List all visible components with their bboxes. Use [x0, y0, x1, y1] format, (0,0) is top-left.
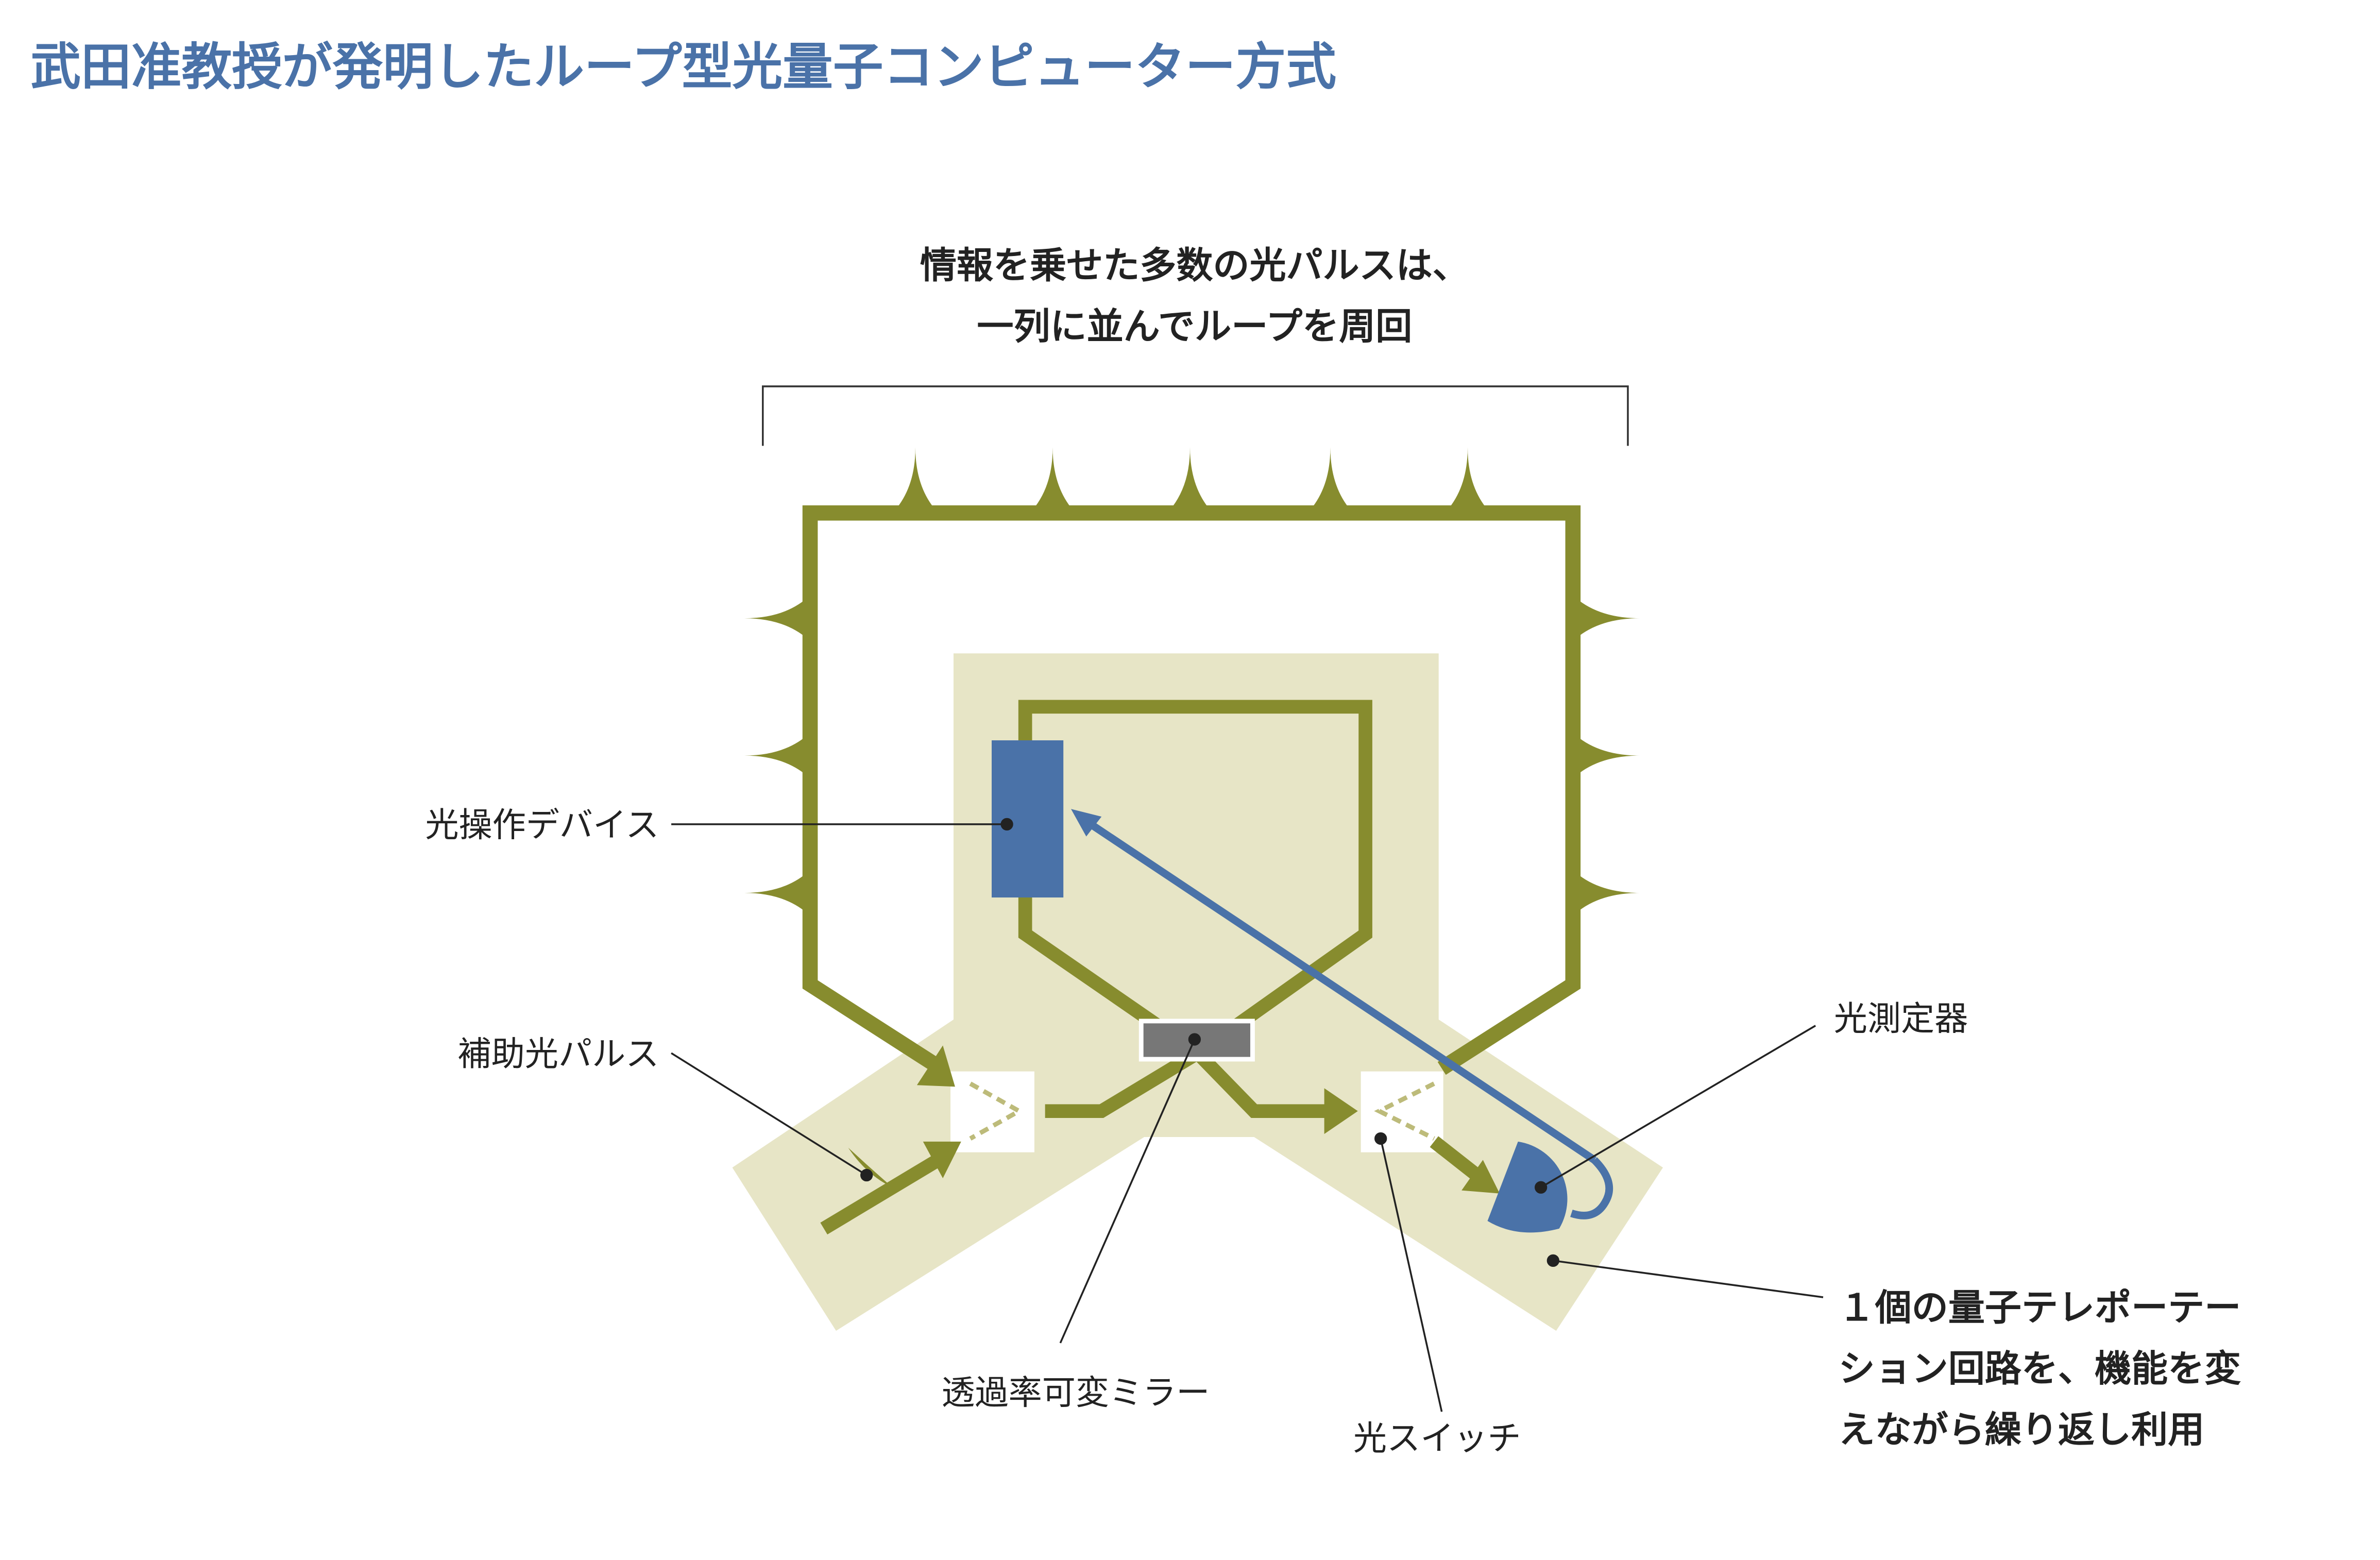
pulse-spikes — [744, 447, 1640, 916]
label-switch: 光スイッチ — [1353, 1419, 1521, 1458]
leader-lines — [671, 818, 1824, 1412]
optical-switch-left — [950, 1071, 1034, 1152]
circuit-note-line-3: えながら繰り返し利用 — [1839, 1408, 2205, 1451]
header-line-2: 一列に並んでループを周回 — [977, 305, 1412, 348]
header-line-1: 情報を乗せた多数の光パルスは、 — [920, 244, 1469, 287]
circuit-note-line-2: ション回路を、機能を変 — [1839, 1347, 2241, 1390]
teleportation-circuit-area — [732, 653, 1663, 1331]
loop-bracket — [761, 385, 1629, 446]
optical-switch-right — [1361, 1071, 1443, 1152]
label-aux-pulse: 補助光パルス — [458, 1035, 659, 1074]
optical-operation-device — [992, 740, 1064, 898]
variable-transmittance-mirror — [1138, 1019, 1255, 1062]
label-device: 光操作デバイス — [425, 806, 659, 845]
label-detector: 光測定器 — [1834, 1000, 1968, 1039]
outer-loop — [744, 447, 1640, 1087]
optical-detector — [1487, 1141, 1568, 1233]
page-title: 武田准教授が発明したループ型光量子コンピューター方式 — [30, 38, 1336, 97]
circuit-note-line-1: １個の量子テレポーテー — [1839, 1286, 2241, 1329]
label-mirror: 透過率可変ミラー — [941, 1374, 1210, 1412]
aux-pulse-input — [820, 1136, 1500, 1235]
feedforward-signal — [1071, 809, 1613, 1219]
